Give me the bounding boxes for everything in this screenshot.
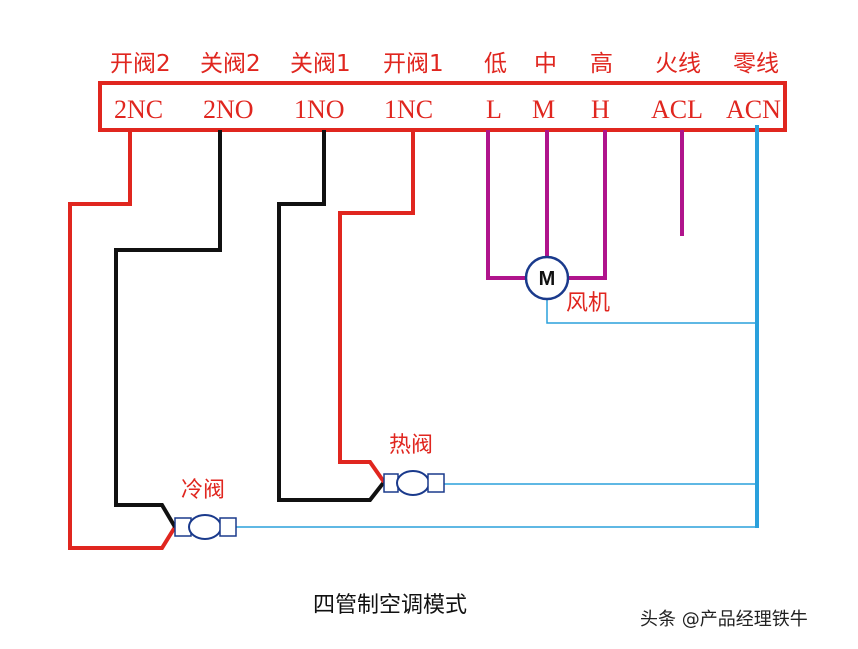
cold-valve-body [188,514,222,540]
cold-valve [174,514,237,540]
terminal-code-1nc: 1NC [384,95,433,124]
terminal-name-acn: 零线 [733,51,779,77]
motor-symbol [524,255,570,301]
terminal-name-1no: 关阀1 [290,51,351,77]
terminal-code-m: M [532,95,555,124]
cold-valve-right-port [219,517,237,537]
terminal-code-l: L [486,95,502,124]
fan-label: 风机 [566,291,610,316]
hot-valve-label: 热阀 [389,433,433,458]
motor-letter: M [539,268,556,290]
terminal-codes: 2NC 2NO 1NO 1NC L M H ACL ACN [114,95,781,124]
wire-h-high-speed [568,130,607,280]
terminal-name-2nc: 开阀2 [110,51,171,77]
wire-l-low-speed [486,130,526,280]
wire-1no-close-valve-1 [277,130,386,502]
terminal-code-acn: ACN [726,95,781,124]
terminal-names: 开阀2 关阀2 关阀1 开阀1 低 中 高 火线 零线 [110,51,779,77]
terminal-name-2no: 关阀2 [200,51,261,77]
hot-valve-body [396,470,430,496]
terminal-code-h: H [591,95,610,124]
terminal-name-l: 低 [484,51,507,77]
terminal-code-1no: 1NO [294,95,345,124]
terminal-name-acl: 火线 [655,51,701,77]
wire-2no-close-valve-2 [114,130,222,529]
cold-valve-label: 冷阀 [181,478,225,503]
terminal-strip-box [98,81,787,132]
terminal-code-2no: 2NO [203,95,254,124]
terminal-name-m: 中 [534,51,557,77]
watermark: 头条 @产品经理铁牛 [640,609,808,630]
wire-1nc-open-valve-1 [338,130,415,484]
hot-valve-right-port [427,473,445,493]
terminal-code-acl: ACL [651,95,703,124]
fan-motor: M [524,255,570,301]
wire-2nc-open-valve-2 [68,130,177,550]
terminal-name-1nc: 开阀1 [383,51,444,77]
terminal-name-h: 高 [590,51,613,77]
hot-valve [383,470,445,496]
diagram-caption: 四管制空调模式 [313,593,467,618]
hot-valve-left-port [383,473,399,493]
terminal-code-2nc: 2NC [114,95,163,124]
wire-motor-neutral [546,299,757,324]
